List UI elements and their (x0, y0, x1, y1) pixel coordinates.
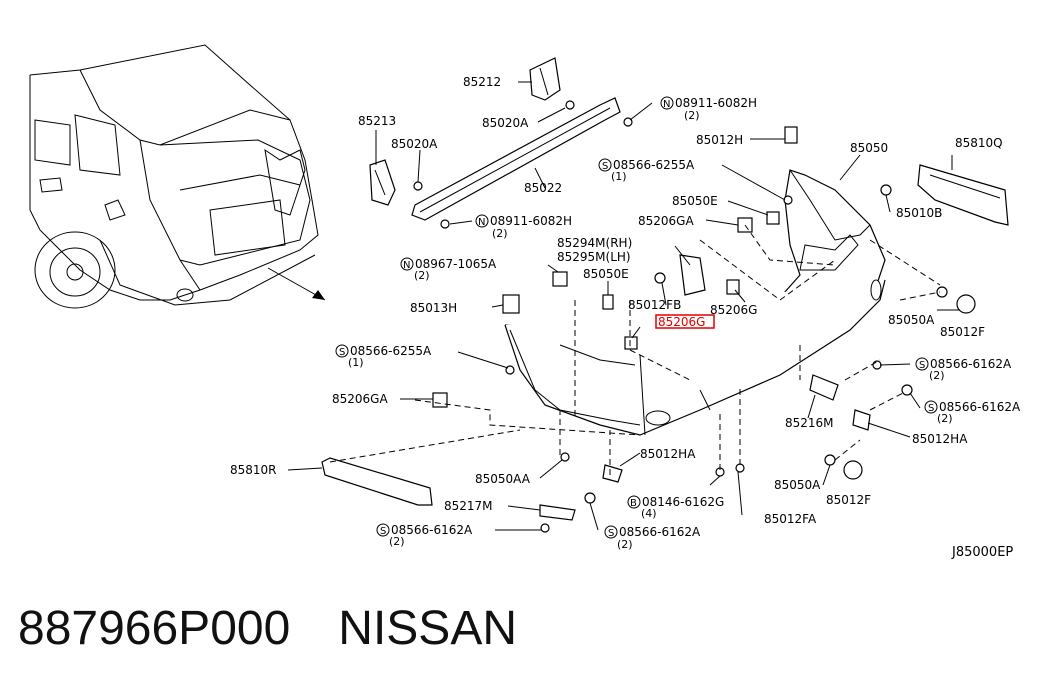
label-08967-1065a: 08967-1065A (415, 257, 497, 271)
label-85050e-mid: 85050E (583, 267, 629, 281)
label-85012f-right: 85012F (940, 325, 985, 339)
qty-08967-1065a: (2) (414, 269, 430, 282)
parts-diagram: N N S N S S S B S S 85212 08911-6082H (2… (29, 44, 1021, 560)
label-85206ga-left: 85206GA (332, 392, 388, 406)
svg-text:S: S (919, 360, 925, 371)
bumper-fascia (504, 169, 886, 436)
label-85294m: 85294M(RH) (557, 236, 632, 250)
label-85206g-highlight: 85206G (658, 315, 705, 329)
assembly-dash-lines (329, 224, 941, 475)
part-number: 887966P000 (18, 602, 291, 655)
label-85013h: 85013H (410, 301, 457, 315)
reference-code: J85000EP (951, 545, 1013, 560)
label-85050a-right: 85050A (888, 313, 935, 327)
qty-08911-6082h-mid: (2) (492, 227, 508, 240)
svg-text:S: S (602, 161, 608, 172)
label-08566-6162a-bm: 08566-6162A (619, 525, 701, 539)
fastener-symbols: N N S N S S S B S S (335, 96, 938, 539)
label-85217m: 85217M (444, 499, 493, 513)
label-85212: 85212 (463, 75, 501, 89)
svg-text:S: S (928, 403, 934, 414)
label-85020a-top: 85020A (482, 116, 529, 130)
part-labels: 85212 08911-6082H (2) 85020A 85213 85020… (230, 75, 1021, 560)
qty-08911-6082h-top: (2) (684, 109, 700, 122)
svg-text:S: S (339, 347, 345, 358)
svg-text:N: N (663, 99, 670, 110)
svg-text:N: N (478, 217, 485, 228)
label-85206g-right: 85206G (710, 303, 757, 317)
lower-trim-85810r (321, 457, 433, 506)
svg-text:B: B (630, 498, 637, 509)
qty-08146-6162g: (4) (641, 507, 657, 520)
side-bracket-85810q (917, 164, 1009, 226)
label-85012ha-right: 85012HA (912, 432, 968, 446)
label-85012f-bottom: 85012F (826, 493, 871, 507)
label-85050: 85050 (850, 141, 888, 155)
label-85216m: 85216M (785, 416, 834, 430)
label-85050e-top: 85050E (672, 194, 718, 208)
label-08566-6162a-bl: 08566-6162A (391, 523, 473, 537)
label-08911-6082h-mid: 08911-6082H (490, 214, 572, 228)
label-08566-6255a-left: 08566-6255A (350, 344, 432, 358)
label-85012h: 85012H (696, 133, 743, 147)
label-85012ha-mid: 85012HA (640, 447, 696, 461)
qty-08566-6255a-top: (1) (611, 170, 627, 183)
label-85206ga-top: 85206GA (638, 214, 694, 228)
part-caption: 887966P000 NISSAN (18, 594, 1018, 664)
svg-text:S: S (380, 526, 386, 537)
brand-name: NISSAN (338, 602, 517, 655)
label-85020a-left: 85020A (391, 137, 438, 151)
label-08566-6255a-top: 08566-6255A (613, 158, 695, 172)
qty-08566-6162a-r2: (2) (937, 412, 953, 425)
label-08566-6162a-r2: 08566-6162A (939, 400, 1021, 414)
qty-08566-6255a-left: (1) (348, 356, 364, 369)
highlight-box (655, 314, 715, 329)
qty-08566-6162a-bl: (2) (389, 535, 405, 548)
label-85295m: 85295M(LH) (557, 250, 631, 264)
label-85010b: 85010B (896, 206, 942, 220)
qty-08566-6162a-r1: (2) (929, 369, 945, 382)
label-85012fb: 85012FB (628, 298, 681, 312)
label-85050aa: 85050AA (475, 472, 531, 486)
label-85022: 85022 (524, 181, 562, 195)
leader-lines (287, 81, 960, 531)
svg-text:N: N (403, 260, 410, 271)
qty-08566-6162a-bm: (2) (617, 538, 633, 551)
label-85050a-bottom: 85050A (774, 478, 821, 492)
bumper-reinforcement (369, 57, 633, 229)
label-08146-6162g: 08146-6162G (642, 495, 724, 509)
label-08566-6162a-r1: 08566-6162A (930, 357, 1012, 371)
svg-text:S: S (608, 528, 614, 539)
vehicle-illustration (29, 44, 326, 309)
label-85213: 85213 (358, 114, 396, 128)
label-85012fa: 85012FA (764, 512, 817, 526)
label-85810q: 85810Q (955, 136, 1003, 150)
label-85810r: 85810R (230, 463, 277, 477)
label-08911-6082h-top: 08911-6082H (675, 96, 757, 110)
